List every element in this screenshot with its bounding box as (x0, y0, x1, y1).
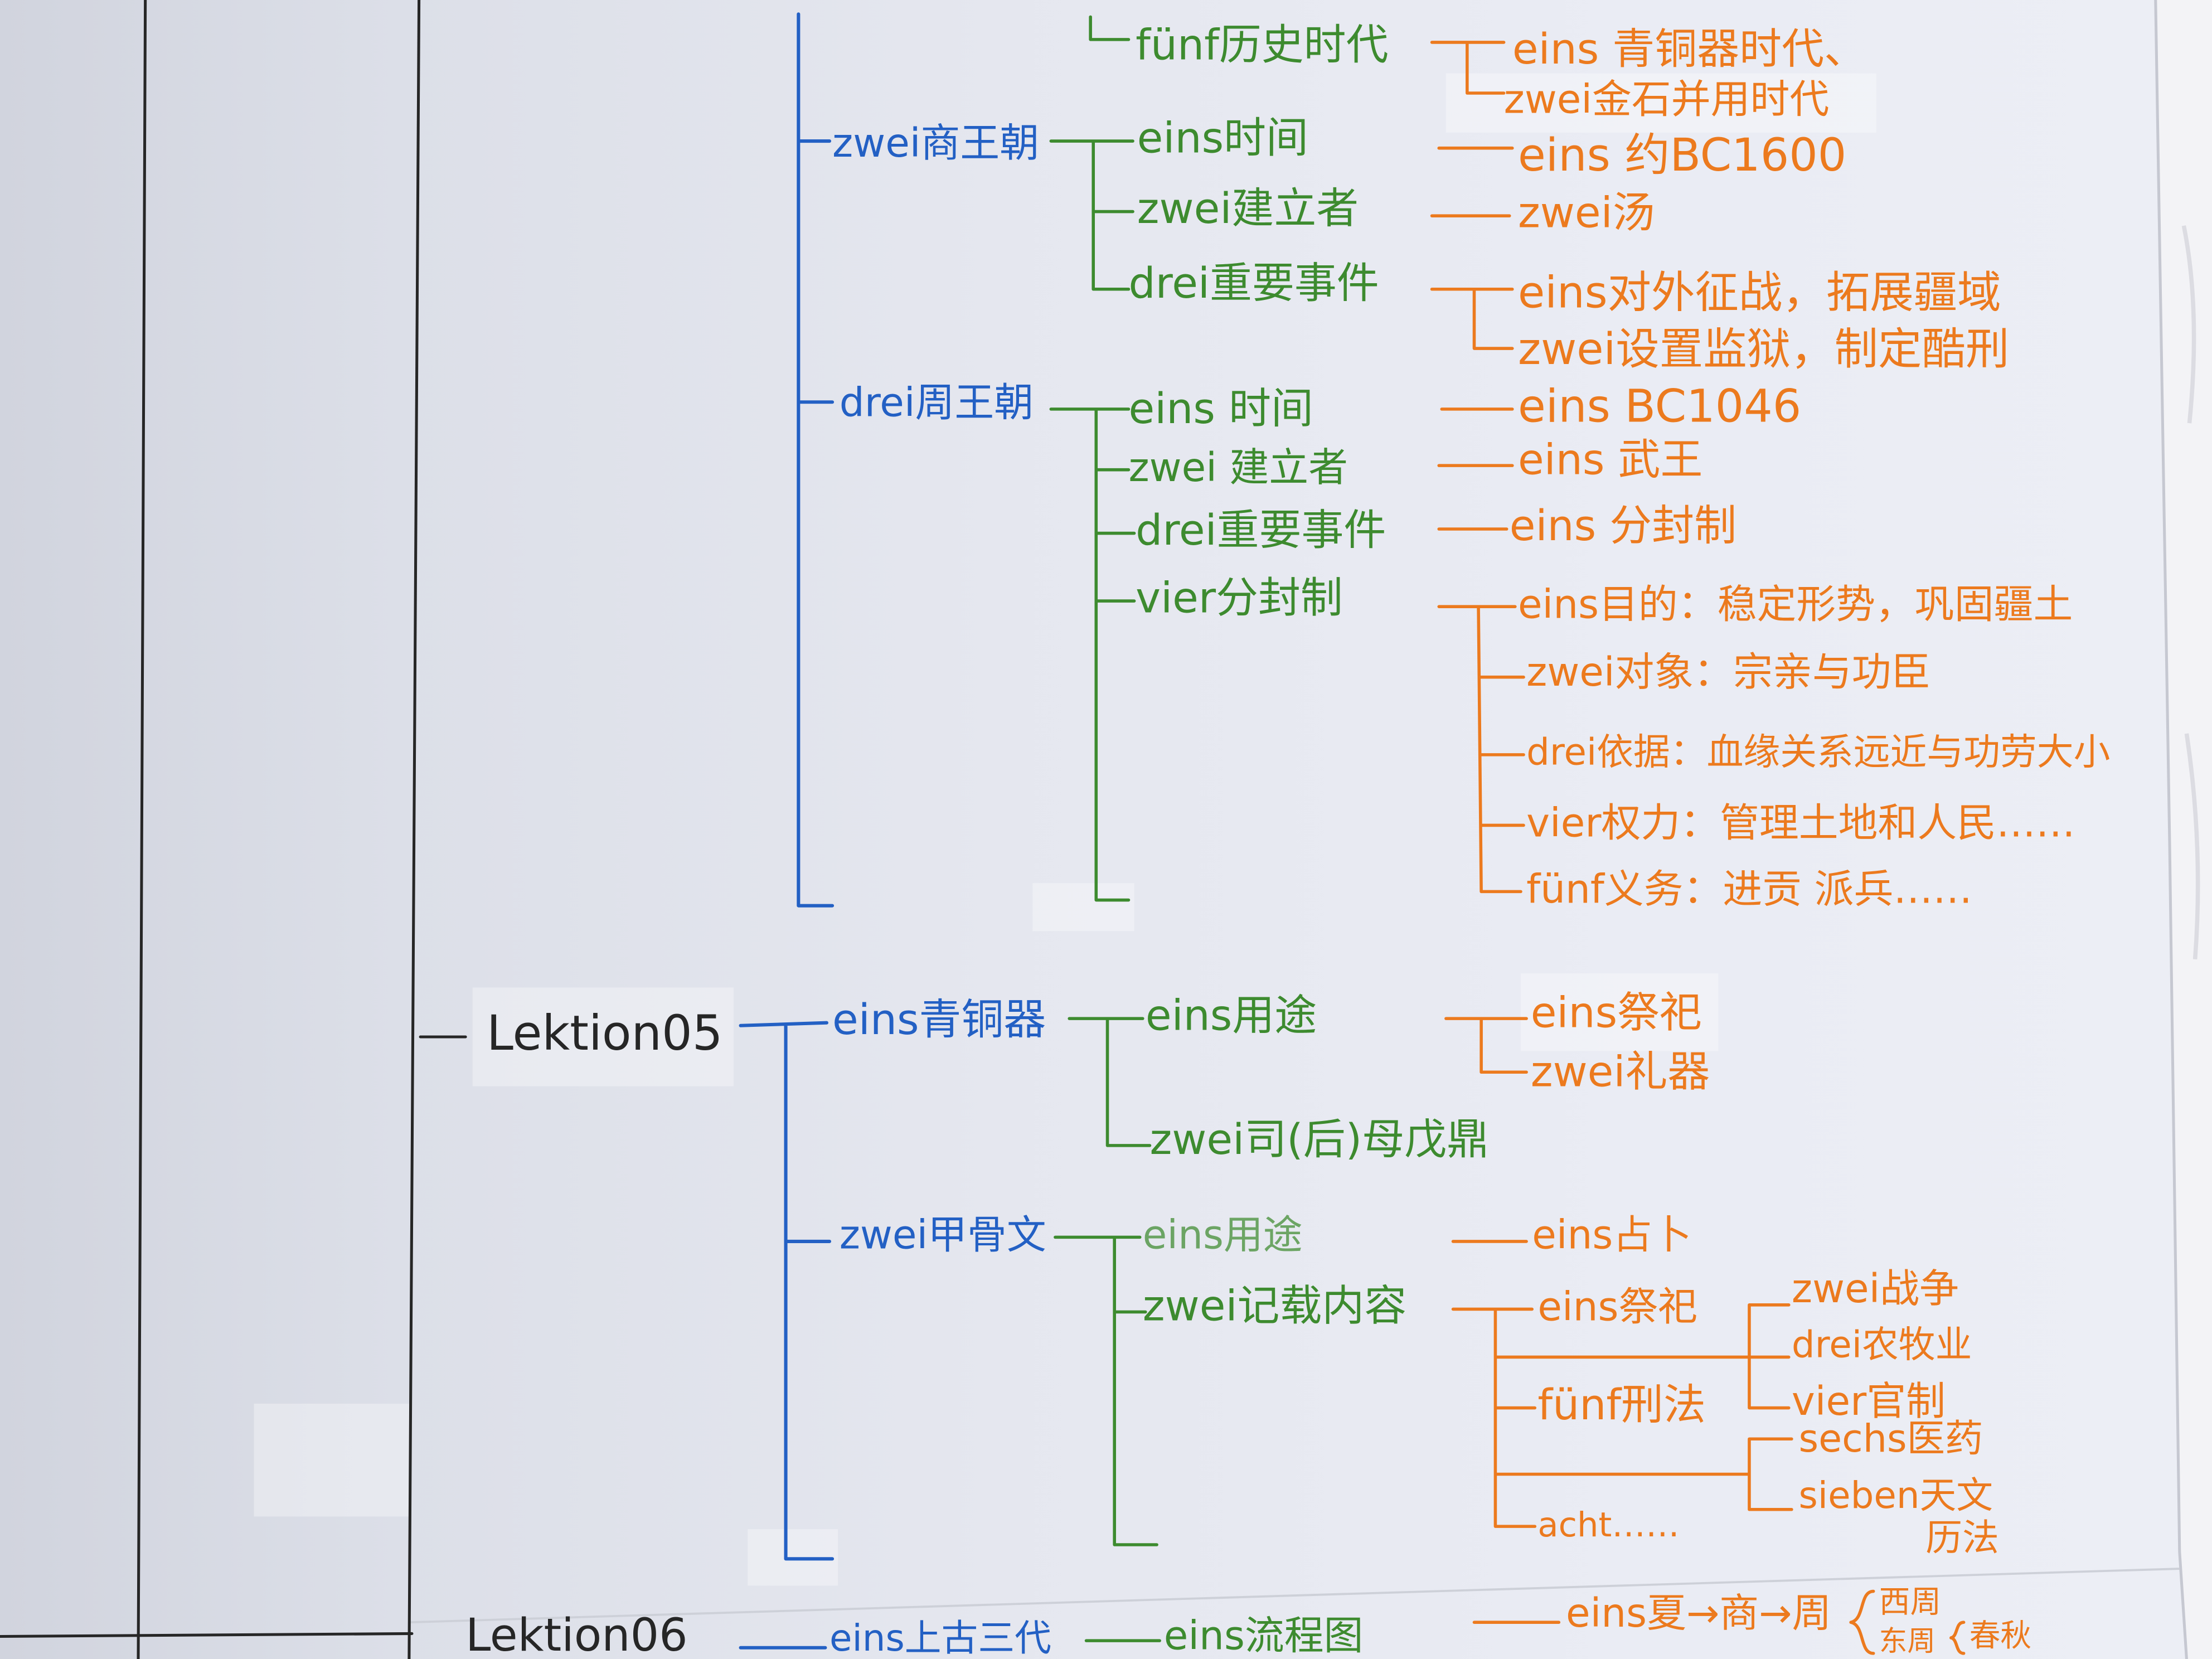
shang-founder-value: zwei汤 (1517, 189, 1655, 239)
shang-time-value: eins 约BC1600 (1517, 128, 1847, 182)
bronze-green-bracket (1068, 1017, 1152, 1147)
oracle-green-bracket (1054, 1235, 1158, 1546)
shang-time-label: eins时间 (1137, 114, 1308, 164)
periods-item-1: eins 青铜器时代、 (1512, 25, 1866, 75)
shang-event-1: eins对外征战，拓展疆域 (1517, 268, 2001, 319)
upper-blue-spine (797, 12, 835, 908)
tape-strip (472, 987, 734, 1086)
bronze-use-item-1: eins祭祀 (1530, 988, 1702, 1039)
content-item-eins: eins祭祀 (1537, 1283, 1698, 1331)
periods-item-2: zwei金石并用时代 (1503, 76, 1830, 123)
zhou-dynasty-label: drei周王朝 (839, 379, 1034, 426)
bronze-example: zwei司(后)母戊鼎 (1149, 1115, 1490, 1166)
zhou-time-value: eins BC1046 (1517, 379, 1802, 433)
fengjian-item-2: zwei对象：宗亲与功臣 (1526, 649, 1931, 696)
periods-label: fünf历史时代 (1136, 21, 1389, 71)
lektion06-brace-small (1949, 1621, 1966, 1655)
fengjian-item-5: fünf义务：进贡 派兵…… (1526, 866, 1973, 913)
zhou-green-bracket (1049, 408, 1136, 902)
content-item-acht: acht…… (1537, 1505, 1680, 1545)
content-item-drei: drei农牧业 (1791, 1325, 1972, 1367)
content-item-zwei: zwei战争 (1791, 1265, 1959, 1312)
fengjian-item-4: vier权力：管理土地和人民…… (1526, 799, 2075, 847)
margin-line-right (408, 0, 421, 1659)
content-item-sechs: sechs医药 (1798, 1418, 1983, 1462)
lektion06-brace (1849, 1589, 1875, 1655)
lektion06-east-zhou: 东周 (1879, 1623, 1936, 1658)
lektion05-title: Lektion05 (487, 1006, 723, 1063)
fabric-fold (2181, 225, 2200, 960)
shang-green-bracket (1049, 139, 1134, 291)
zhou-founder-value: eins 武王 (1517, 435, 1703, 486)
fengjian-item-1: eins目的：稳定形势，巩固疆土 (1517, 581, 2073, 628)
shang-dynasty-label: zwei商王朝 (832, 120, 1040, 167)
oracle-content-bracket (1451, 1303, 1793, 1528)
fengjian-label: vier分封制 (1136, 574, 1343, 624)
oracle-content-label: zwei记载内容 (1142, 1282, 1407, 1332)
oracle-bone-label: zwei甲骨文 (839, 1211, 1046, 1259)
zhou-events-value: eins 分封制 (1509, 502, 1737, 552)
tape-strip (1032, 883, 1134, 932)
shang-events-bracket (1430, 287, 1514, 350)
content-item-sieben-cont: 历法 (1925, 1517, 1999, 1560)
bronze-use-label: eins用途 (1145, 992, 1317, 1041)
shang-events-label: drei重要事件 (1128, 259, 1379, 309)
lektion05-blue-spine (739, 1021, 835, 1561)
periods-orange-bracket (1430, 41, 1506, 95)
zhou-time-label: eins 时间 (1128, 385, 1313, 435)
fengjian-bracket (1437, 605, 1525, 894)
oracle-use-value: eins占卜 (1532, 1211, 1692, 1259)
bottom-rule (0, 1632, 414, 1638)
zhou-founder-label: zwei 建立者 (1128, 444, 1348, 491)
lektion06-west-zhou: 西周 (1879, 1585, 1942, 1621)
content-item-vier: vier官制 (1791, 1378, 1946, 1425)
tape-strip (1445, 73, 1876, 133)
lektion06-chart: eins流程图 (1163, 1612, 1364, 1659)
content-item-sieben: sieben天文 (1798, 1476, 1993, 1518)
shang-founder-label: zwei建立者 (1137, 185, 1359, 235)
lektion06-topic: eins上古三代 (829, 1618, 1051, 1659)
bronze-label: eins青铜器 (832, 996, 1046, 1046)
bronze-use-bracket (1444, 1017, 1528, 1074)
fengjian-item-3: drei依据：血缘关系远近与功劳大小 (1526, 732, 2111, 775)
margin-line-left (137, 0, 147, 1659)
paper-edge (2154, 0, 2188, 1659)
zhou-events-label: drei重要事件 (1136, 506, 1386, 556)
oracle-use-label: eins用途 (1142, 1211, 1303, 1259)
lektion06-spring-autumn: 春秋 (1969, 1619, 2032, 1655)
content-item-fuenf: fünf刑法 (1537, 1381, 1706, 1431)
lower-sheet-edge (409, 1568, 2180, 1624)
bronze-use-item-2: zwei礼器 (1530, 1048, 1710, 1098)
shang-event-2: zwei设置监狱，制定酷刑 (1517, 324, 2010, 376)
tape-strip (254, 1403, 409, 1517)
tape-strip (1520, 973, 1719, 1051)
background-fabric (2155, 0, 2212, 1659)
periods-green-connector (1089, 15, 1131, 41)
lektion06-title: Lektion06 (465, 1608, 688, 1659)
lektion06-sequence: eins夏→商→周 (1565, 1589, 1832, 1637)
